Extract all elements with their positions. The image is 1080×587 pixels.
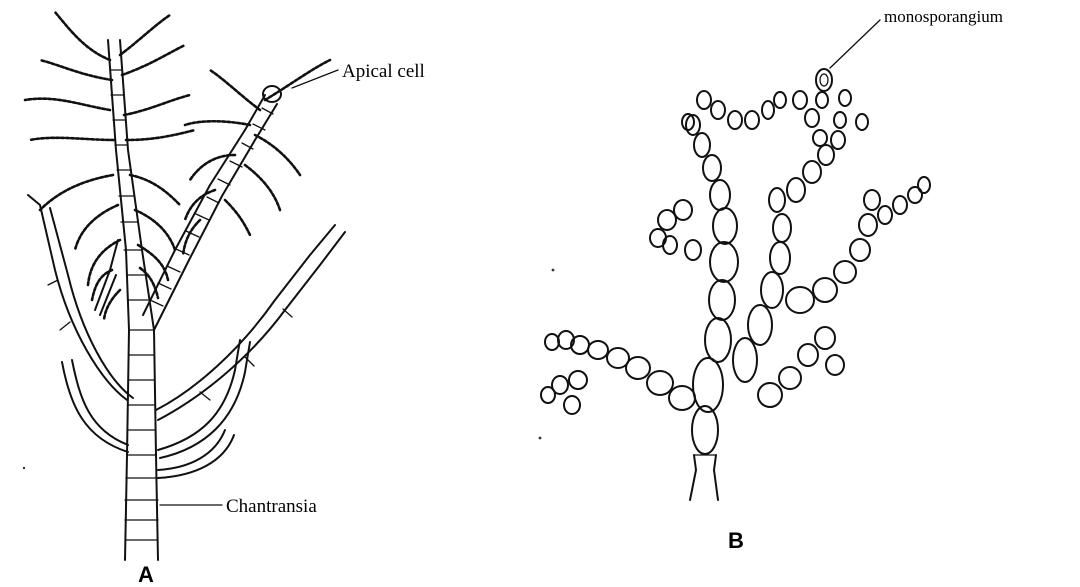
monosporangium-label: monosporangium [884, 7, 1003, 26]
monosporangium-cell [816, 69, 832, 91]
stray-dot-2 [539, 437, 542, 440]
left-lateral-branch [541, 331, 695, 414]
monosporangium-leader-line [830, 20, 880, 68]
stray-dot-3 [23, 467, 25, 469]
central-filament [686, 115, 738, 320]
basal-stalk [690, 318, 731, 500]
right-filament [733, 131, 845, 382]
lower-right-cluster [758, 327, 844, 407]
upper-left-cluster [650, 91, 786, 260]
panel-a-letter: A [138, 562, 154, 587]
whorl-filaments [25, 12, 330, 320]
panel-a-drawing [25, 12, 345, 560]
chantransia-label: Chantransia [226, 496, 317, 517]
top-cluster [793, 69, 868, 146]
far-right-filament [786, 177, 930, 313]
stray-dot-1 [552, 269, 555, 272]
right-branch [143, 86, 281, 330]
apical-cell-label: Apical cell [342, 61, 425, 82]
panel-b-letter: B [728, 528, 744, 553]
